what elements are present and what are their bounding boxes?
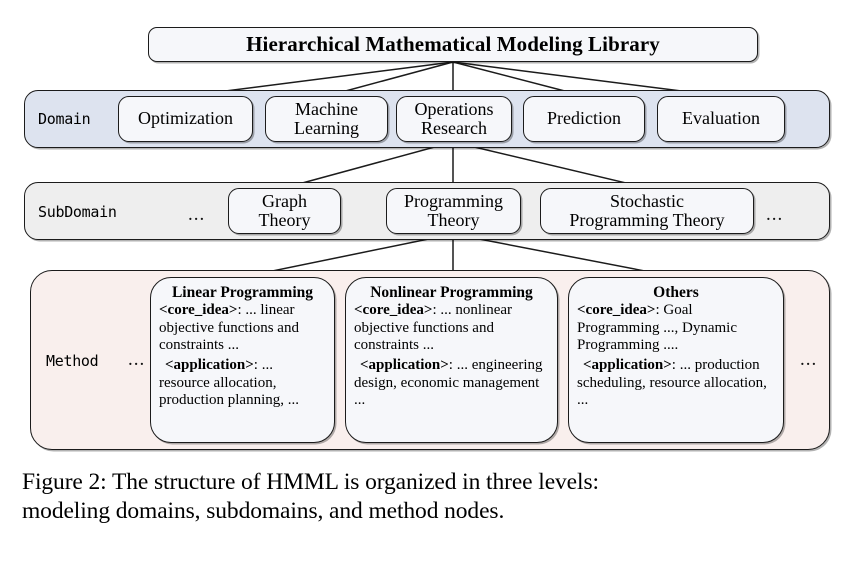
subdomain-level-label: SubDomain — [38, 203, 117, 221]
method-card-linear-programming[interactable]: Linear Programming <core_idea>: ... line… — [150, 277, 335, 443]
core-idea-text: : ... linear objective functions and con… — [159, 302, 299, 354]
method-card-nonlinear-programming[interactable]: Nonlinear Programming <core_idea>: ... n… — [345, 277, 558, 443]
application-tag: <application> — [165, 357, 254, 373]
domain-node-prediction[interactable]: Prediction — [523, 96, 645, 142]
method-card-body: <core_idea>: ... linear objective functi… — [159, 302, 326, 409]
application-text: : ... production scheduling, resource al… — [577, 357, 767, 409]
caption-line-2: modeling domains, subdomains, and method… — [22, 497, 505, 524]
domain-node-optimization[interactable]: Optimization — [118, 96, 253, 142]
core-idea-tag: <core_idea> — [354, 302, 433, 319]
application-text: : ... resource allocation, production pl… — [159, 357, 299, 409]
subdomain-ellipsis-left: ... — [188, 204, 206, 225]
application-text: : ... engineering design, economic manag… — [354, 357, 543, 409]
library-title-node[interactable]: Hierarchical Mathematical Modeling Libra… — [148, 27, 758, 62]
method-ellipsis-left: ... — [128, 349, 146, 370]
method-card-body: <core_idea>: Goal Programming ..., Dynam… — [577, 302, 775, 409]
core-idea-text: : ... nonlinear objective functions and … — [354, 302, 513, 354]
application-tag: <application> — [583, 357, 672, 373]
domain-level-label: Domain — [38, 110, 91, 128]
method-card-title: Others — [653, 284, 699, 301]
method-card-others[interactable]: Others <core_idea>: Goal Programming ...… — [568, 277, 784, 443]
method-ellipsis-right: ... — [800, 349, 818, 370]
caption-line-1: Figure 2: The structure of HMML is organ… — [22, 469, 599, 495]
method-card-body: <core_idea>: ... nonlinear objective fun… — [354, 302, 549, 409]
core-idea-tag: <core_idea> — [577, 302, 656, 319]
figure-caption: Figure 2: The structure of HMML is organ… — [22, 468, 834, 525]
subdomain-ellipsis-right: ... — [766, 204, 784, 225]
core-idea-text: : Goal Programming ..., Dynamic Programm… — [577, 302, 737, 354]
method-card-title: Nonlinear Programming — [370, 284, 533, 301]
domain-node-evaluation[interactable]: Evaluation — [657, 96, 785, 142]
application-tag: <application> — [360, 357, 449, 373]
method-level-label: Method — [46, 352, 99, 370]
method-card-title: Linear Programming — [171, 284, 314, 301]
core-idea-tag: <core_idea> — [159, 302, 238, 319]
